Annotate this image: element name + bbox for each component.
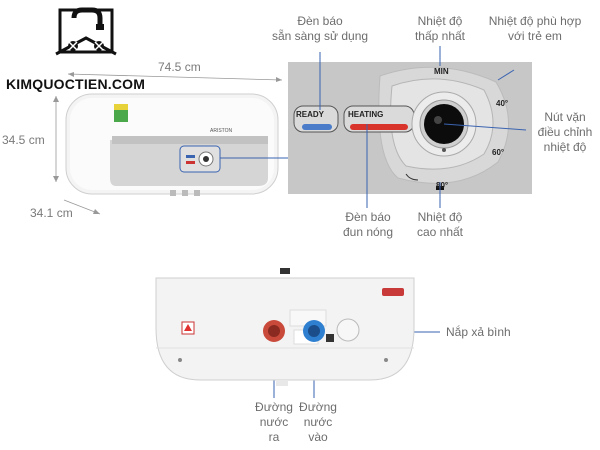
dimension-height: 34.5 cm	[2, 133, 45, 147]
heater-bottom-illustration	[155, 268, 415, 386]
svg-text:ARISTON: ARISTON	[210, 128, 233, 134]
child-temp-annotation: Nhiệt độ phù hợp với trẻ em	[488, 14, 582, 43]
heating-light	[350, 124, 408, 130]
logo	[46, 2, 126, 68]
max-temp-annotation: Nhiệt độ cao nhất	[416, 210, 464, 239]
ready-panel-label: READY	[296, 110, 325, 119]
control-panel-closeup	[288, 62, 532, 194]
dimension-width: 74.5 cm	[158, 60, 201, 74]
temp-80-label: 80°	[436, 181, 449, 190]
heating-indicator-annotation: Đèn báo đun nóng	[342, 210, 394, 239]
heater-front-illustration: ARISTON	[53, 72, 288, 215]
temp-40-label: 40°	[496, 99, 509, 108]
knob-annotation: Nút vặn điều chỉnh nhiệt độ	[537, 110, 593, 154]
temp-60-label: 60°	[492, 148, 505, 157]
ready-light	[302, 124, 332, 130]
heating-panel-label: HEATING	[348, 110, 384, 119]
ready-indicator-annotation: Đèn báo sẵn sàng sử dụng	[271, 14, 369, 43]
drain-cap-annotation: Nắp xả bình	[446, 325, 511, 339]
brand-name: KIMQUOCTIEN.COM	[6, 76, 146, 92]
min-panel-label: MIN	[434, 67, 449, 76]
dimension-depth: 34.1 cm	[30, 206, 73, 220]
faucet-house-icon	[55, 7, 117, 56]
min-temp-annotation: Nhiệt độ thấp nhất	[414, 14, 466, 43]
water-out-annotation: Đường nước ra	[255, 400, 293, 444]
water-in-annotation: Đường nước vào	[299, 400, 337, 444]
